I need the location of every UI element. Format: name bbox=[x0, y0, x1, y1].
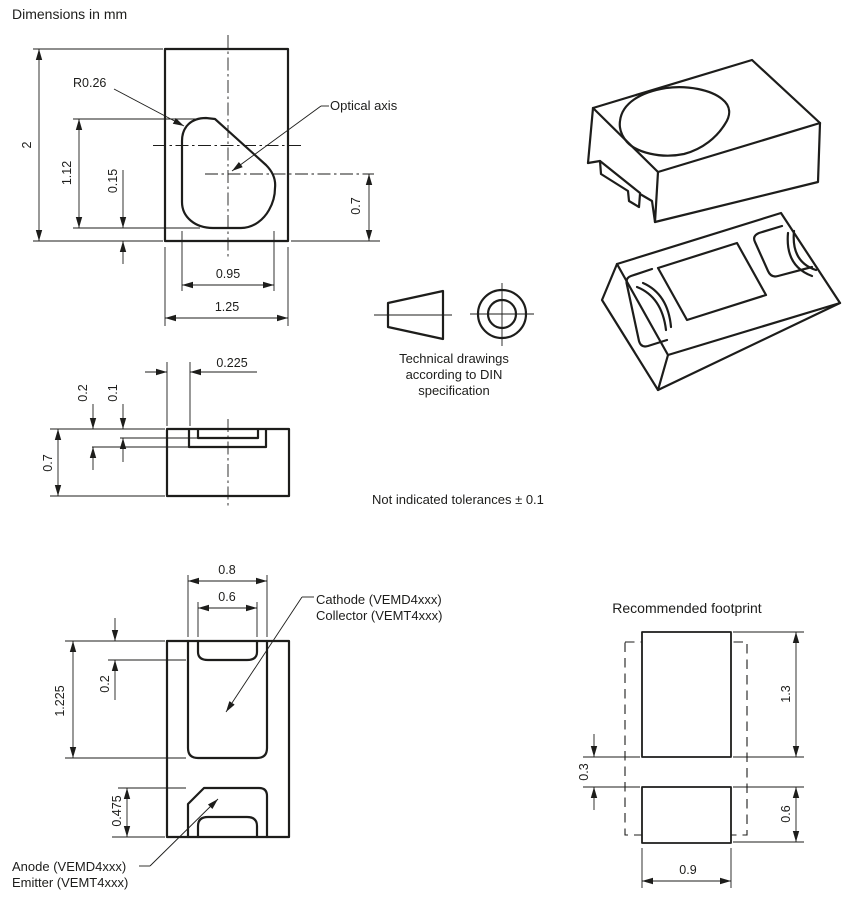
footprint-title: Recommended footprint bbox=[612, 600, 762, 616]
iso-anode-pad bbox=[625, 267, 669, 348]
side-view: 0.225 0.2 0.1 0.7 bbox=[41, 356, 291, 509]
footprint-pad1 bbox=[641, 631, 732, 758]
dim-notch-width: 0.6 bbox=[218, 590, 235, 604]
dim-anode-pad-length: 0.475 bbox=[110, 795, 124, 826]
din-symbol: Technical drawings according to DIN spec… bbox=[374, 283, 534, 398]
iso-view-bottom bbox=[600, 211, 842, 392]
dim-step-depth: 0.2 bbox=[76, 384, 90, 401]
dim-pad-width: 0.8 bbox=[218, 563, 235, 577]
dim-footprint-pad1-height: 1.3 bbox=[779, 685, 793, 702]
top-view: 2 1.12 0.15 R0.26 Optical axis 0.95 1.25… bbox=[20, 35, 398, 326]
iso-lens-outline bbox=[618, 86, 731, 157]
page-title: Dimensions in mm bbox=[12, 6, 127, 22]
din-cone-icon bbox=[386, 289, 445, 341]
footprint-view: Recommended footprint 1.3 0.6 0.3 0.9 bbox=[577, 600, 804, 888]
anode-label-line2: Emitter (VEMT4xxx) bbox=[12, 875, 128, 890]
iso-molding-outline bbox=[656, 241, 768, 322]
dim-notch-depth: 0.2 bbox=[98, 675, 112, 692]
iso-view-top bbox=[586, 58, 822, 224]
footprint-pad2 bbox=[641, 786, 732, 844]
din-note-line3: specification bbox=[418, 383, 490, 398]
iso-bottom-silhouette bbox=[600, 211, 842, 392]
cathode-label-line2: Collector (VEMT4xxx) bbox=[316, 608, 442, 623]
din-circle-outer-icon bbox=[476, 288, 528, 340]
dim-lens-width: 0.95 bbox=[216, 267, 240, 281]
anode-pad-outline bbox=[186, 786, 269, 839]
optical-axis-leader bbox=[231, 105, 322, 172]
cathode-leader bbox=[225, 596, 303, 713]
package-outline bbox=[163, 47, 290, 243]
dim-optical-axis-height: 0.7 bbox=[349, 197, 363, 214]
din-circle-inner-icon bbox=[486, 298, 518, 330]
optical-axis-label: Optical axis bbox=[330, 98, 398, 113]
cathode-notch bbox=[196, 639, 259, 662]
iso-top-face bbox=[591, 58, 822, 174]
dim-body-height: 2 bbox=[20, 141, 34, 148]
tolerance-note: Not indicated tolerances ± 0.1 bbox=[372, 492, 544, 507]
dim-lens-bottom-offset: 0.15 bbox=[106, 169, 120, 193]
dim-footprint-gap: 0.3 bbox=[577, 763, 591, 780]
dim-lens-radius: R0.26 bbox=[73, 76, 106, 90]
anode-leader bbox=[149, 798, 219, 867]
dim-footprint-pad2-height: 0.6 bbox=[779, 805, 793, 822]
dim-recess-inset: 0.225 bbox=[216, 356, 247, 370]
iso-cathode-pad bbox=[753, 224, 814, 278]
bottom-view: 0.8 0.6 0.2 1.225 0.475 Cathode (VEMD4xx… bbox=[12, 563, 442, 890]
dim-footprint-pad-width: 0.9 bbox=[679, 863, 696, 877]
anode-label-line1: Anode (VEMD4xxx) bbox=[12, 859, 126, 874]
din-note-line1: Technical drawings bbox=[399, 351, 509, 366]
radius-leader bbox=[113, 88, 185, 127]
dim-side-height: 0.7 bbox=[41, 454, 55, 471]
iso-terminal-notch bbox=[586, 159, 657, 224]
cathode-pad-outline bbox=[186, 639, 269, 760]
cavity-step-outer bbox=[187, 428, 268, 449]
dim-ledge-depth: 0.1 bbox=[106, 384, 120, 401]
lens-outline bbox=[180, 116, 277, 230]
anode-notch bbox=[196, 815, 259, 839]
package-bottom-outline bbox=[165, 639, 291, 839]
dim-lens-height: 1.12 bbox=[60, 161, 74, 185]
din-note-line2: according to DIN bbox=[406, 367, 503, 382]
cathode-label-line1: Cathode (VEMD4xxx) bbox=[316, 592, 442, 607]
dim-body-width: 1.25 bbox=[215, 300, 239, 314]
dim-cathode-pad-length: 1.225 bbox=[53, 685, 67, 716]
